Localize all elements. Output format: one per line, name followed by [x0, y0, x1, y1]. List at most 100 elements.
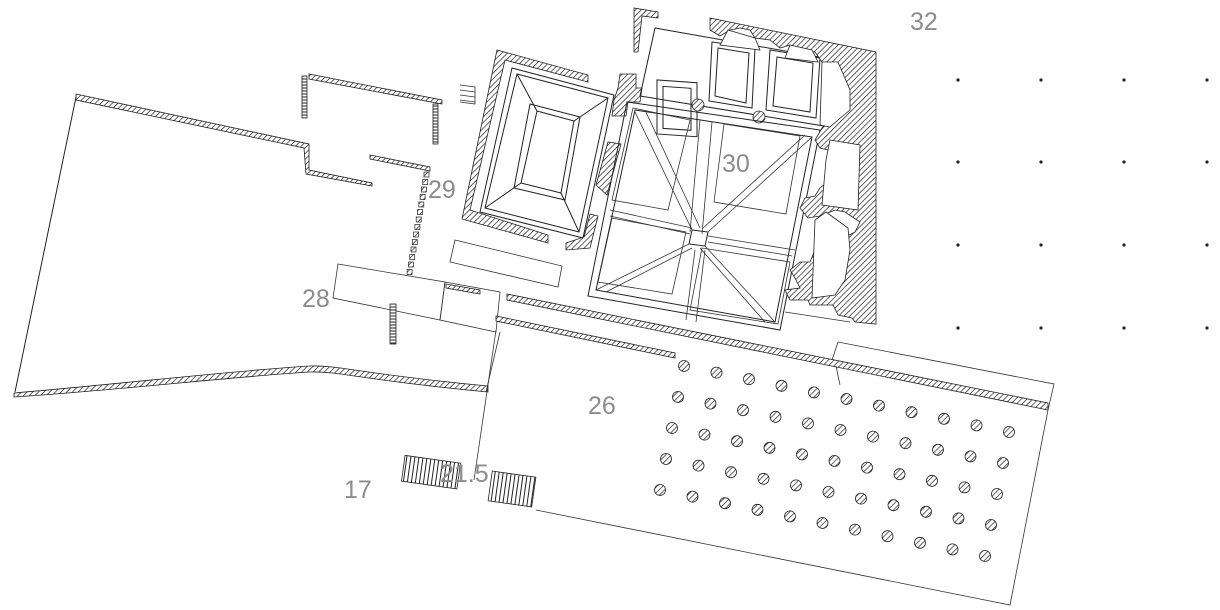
hall-column	[654, 484, 666, 496]
hall-column	[946, 543, 959, 556]
grid-dot	[1122, 326, 1126, 330]
colonnade-29	[406, 171, 430, 275]
colonnade-pillar	[419, 194, 426, 200]
grid-dot	[956, 160, 960, 164]
hall-column	[920, 505, 932, 518]
hall-column	[828, 455, 841, 467]
colonnade-pillar	[411, 239, 418, 245]
colonnade-pillar	[423, 171, 430, 178]
grid-dot	[1039, 326, 1043, 330]
hall-column	[731, 435, 743, 448]
hall-column	[905, 406, 918, 419]
building-26	[401, 293, 1055, 606]
hall-column	[816, 517, 829, 529]
hall-column	[757, 472, 770, 485]
hall-column	[932, 443, 944, 456]
label-30: 30	[722, 150, 750, 178]
hall-column	[952, 512, 965, 525]
hall-column	[790, 479, 802, 492]
grid-dot	[1205, 78, 1209, 82]
hall-column	[704, 397, 717, 410]
hall-column	[692, 459, 705, 472]
column-grid-26	[654, 360, 1015, 562]
hall-column	[861, 461, 873, 474]
grid-dot	[1122, 160, 1126, 164]
grid-dot	[1205, 160, 1209, 164]
hall-column	[678, 360, 690, 372]
hall-column	[822, 486, 835, 498]
hall-column	[666, 422, 678, 434]
hall-column	[834, 424, 847, 436]
label-32: 32	[910, 8, 938, 36]
label-26: 26	[588, 392, 616, 420]
label-17: 17	[344, 476, 372, 504]
hall-column	[867, 430, 879, 443]
hall-column	[737, 404, 749, 417]
building-28-29	[301, 73, 563, 393]
label-29: 29	[428, 176, 456, 204]
hall-column	[964, 450, 977, 463]
hall-column	[855, 492, 867, 505]
hall-column	[743, 373, 755, 386]
grid-dot	[1039, 78, 1043, 82]
grid-dot	[1205, 243, 1209, 247]
hall-column	[1003, 426, 1015, 438]
hall-column	[958, 481, 971, 494]
grid-dot	[1039, 160, 1043, 164]
hall-column	[873, 399, 885, 412]
grid-dot	[1205, 326, 1209, 330]
hall-column	[775, 379, 788, 392]
column-dot-grid	[956, 78, 1209, 330]
grid-dot	[1039, 243, 1043, 247]
hall-column	[796, 448, 808, 461]
colonnade-pillar	[413, 231, 419, 238]
hall-column	[725, 466, 737, 479]
left-courtyard	[13, 93, 489, 398]
hall-column	[849, 523, 861, 536]
hall-column	[881, 530, 894, 543]
colonnade-pillar	[418, 201, 425, 208]
hall-column	[672, 391, 684, 403]
grid-dot	[956, 326, 960, 330]
grid-dot	[956, 78, 960, 82]
building-29-pavilion	[461, 49, 622, 251]
colonnade-pillar	[406, 269, 413, 275]
hall-column	[840, 393, 853, 405]
grid-dot	[1122, 78, 1126, 82]
hall-column	[710, 366, 723, 379]
hall-column	[914, 536, 926, 549]
label-28: 28	[302, 285, 330, 313]
hall-column	[719, 497, 731, 510]
grid-dot	[1122, 243, 1126, 247]
hall-column	[887, 499, 900, 512]
colonnade-pillar	[409, 254, 416, 260]
hall-column	[893, 468, 906, 481]
hall-column	[660, 453, 672, 465]
hall-column	[802, 417, 814, 430]
hall-column	[970, 419, 983, 432]
hall-column	[751, 503, 764, 516]
hall-column	[985, 519, 997, 531]
hall-column	[769, 410, 782, 423]
grid-dot	[956, 243, 960, 247]
hall-column	[808, 386, 820, 399]
hall-column	[763, 441, 776, 454]
colonnade-pillar	[415, 216, 422, 223]
colonnade-pillar	[422, 179, 429, 185]
hall-column	[997, 457, 1009, 469]
hall-column	[784, 510, 796, 523]
hall-column	[938, 412, 950, 425]
colonnade-pillar	[414, 224, 421, 230]
colonnade-pillar	[408, 261, 414, 268]
building-30	[587, 7, 877, 331]
hall-column	[926, 474, 938, 487]
hall-column	[979, 550, 991, 562]
hall-column	[698, 428, 711, 441]
label-21-5: 21.5	[440, 460, 489, 488]
hall-column	[686, 490, 699, 503]
colonnade-pillar	[410, 246, 417, 253]
hall-column	[991, 488, 1003, 500]
colonnade-pillar	[421, 186, 427, 193]
hall-column	[899, 437, 912, 450]
